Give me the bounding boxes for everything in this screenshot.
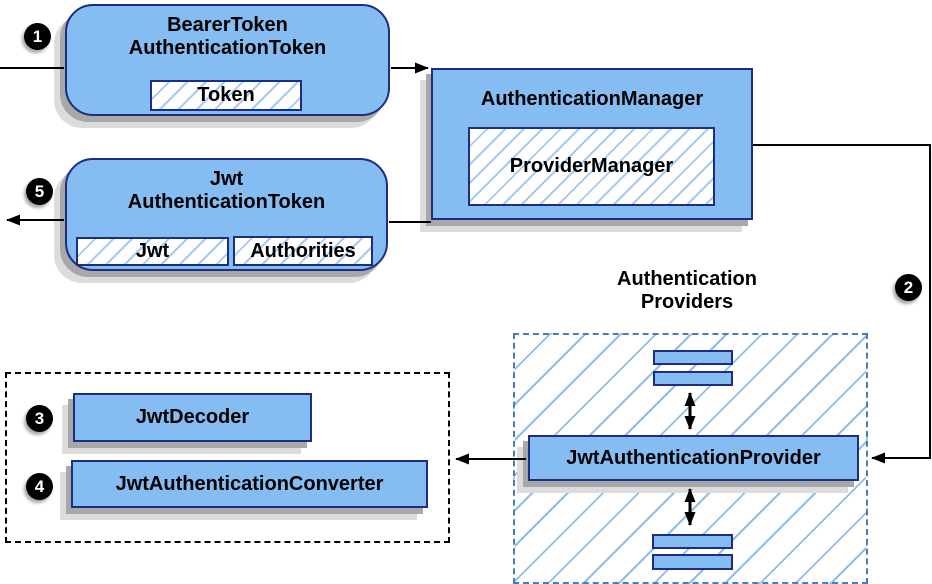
jwt-authentication-converter-node: JwtAuthenticationConverter [71, 460, 428, 508]
bearer-token-title-line2: AuthenticationToken [128, 37, 327, 59]
provider-manager-field: ProviderManager [468, 127, 715, 206]
jwt-field-label: Jwt [135, 240, 170, 262]
step-2-badge: 2 [895, 274, 922, 301]
bearer-token-authentication-token-node: BearerToken AuthenticationToken Token [65, 4, 390, 116]
step-1-badge: 1 [24, 23, 51, 50]
jwt-helpers-container [5, 372, 450, 543]
authentication-providers-label-line2: Providers [640, 291, 734, 313]
jwt-authentication-provider-label: JwtAuthenticationProvider [566, 446, 821, 469]
step-3-badge: 3 [26, 405, 53, 432]
step-5-badge: 5 [26, 178, 53, 205]
jwt-field: Jwt [76, 237, 229, 266]
jwt-token-title-line1: Jwt [209, 168, 244, 190]
authentication-manager-node: AuthenticationManager ProviderManager [431, 68, 753, 220]
provider-slot-bar [652, 554, 733, 570]
authentication-manager-title: AuthenticationManager [480, 88, 704, 110]
bearer-token-title-line1: BearerToken [167, 14, 288, 36]
authentication-providers-label-line1: Authentication [617, 268, 757, 290]
authorities-field: Authorities [233, 236, 373, 266]
provider-manager-label: ProviderManager [509, 155, 674, 177]
provider-slot-bar [652, 534, 733, 549]
token-field: Token [150, 80, 302, 111]
jwt-authentication-token-node: Jwt AuthenticationToken Jwt Authorities [65, 158, 388, 271]
jwt-authentication-provider-node: JwtAuthenticationProvider [528, 435, 859, 481]
jwt-decoder-label: JwtDecoder [135, 406, 250, 428]
authorities-field-label: Authorities [250, 239, 356, 262]
jwt-authentication-converter-label: JwtAuthenticationConverter [115, 472, 384, 495]
jwt-token-title-line2: AuthenticationToken [127, 191, 326, 213]
authentication-providers-label: Authentication Providers [542, 268, 832, 314]
provider-slot-bar [653, 371, 733, 386]
token-field-label: Token [197, 84, 255, 106]
provider-slot-bar [653, 350, 733, 365]
jwt-decoder-node: JwtDecoder [73, 393, 312, 442]
step-4-badge: 4 [26, 473, 53, 500]
